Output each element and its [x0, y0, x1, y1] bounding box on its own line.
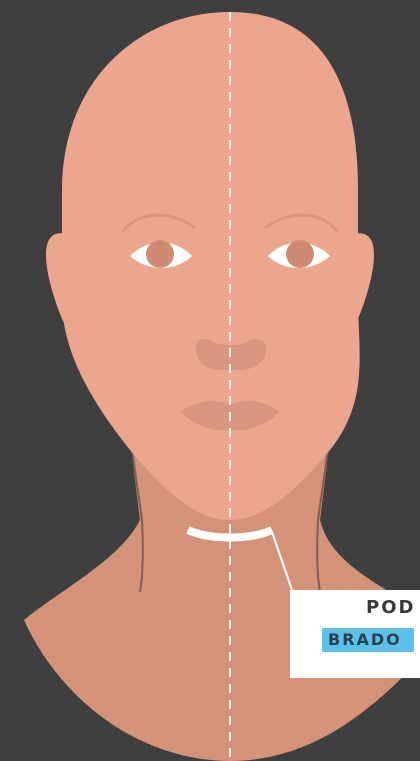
- callout-box: POD BRADO: [290, 590, 420, 678]
- callout-title: POD: [366, 597, 415, 618]
- callout-highlight: BRADO: [322, 628, 414, 652]
- left-iris: [146, 240, 174, 268]
- head-shape: [62, 12, 360, 520]
- right-iris: [286, 240, 314, 268]
